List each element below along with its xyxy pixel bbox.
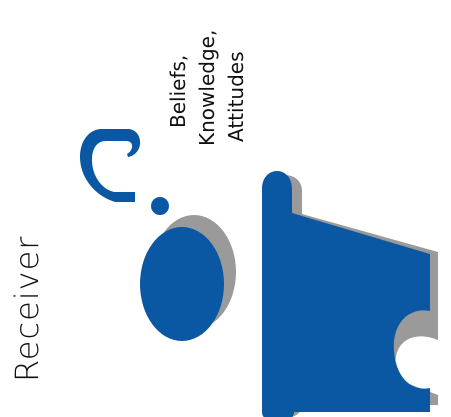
question-mark-icon <box>80 129 169 215</box>
thought-line-knowledge: Knowledge, <box>195 29 219 146</box>
thought-line-beliefs: Beliefs, <box>166 54 190 128</box>
person-body <box>140 171 430 417</box>
receiver-label: Receiver <box>8 235 46 382</box>
thought-line-attitudes: Attitudes <box>224 51 248 142</box>
